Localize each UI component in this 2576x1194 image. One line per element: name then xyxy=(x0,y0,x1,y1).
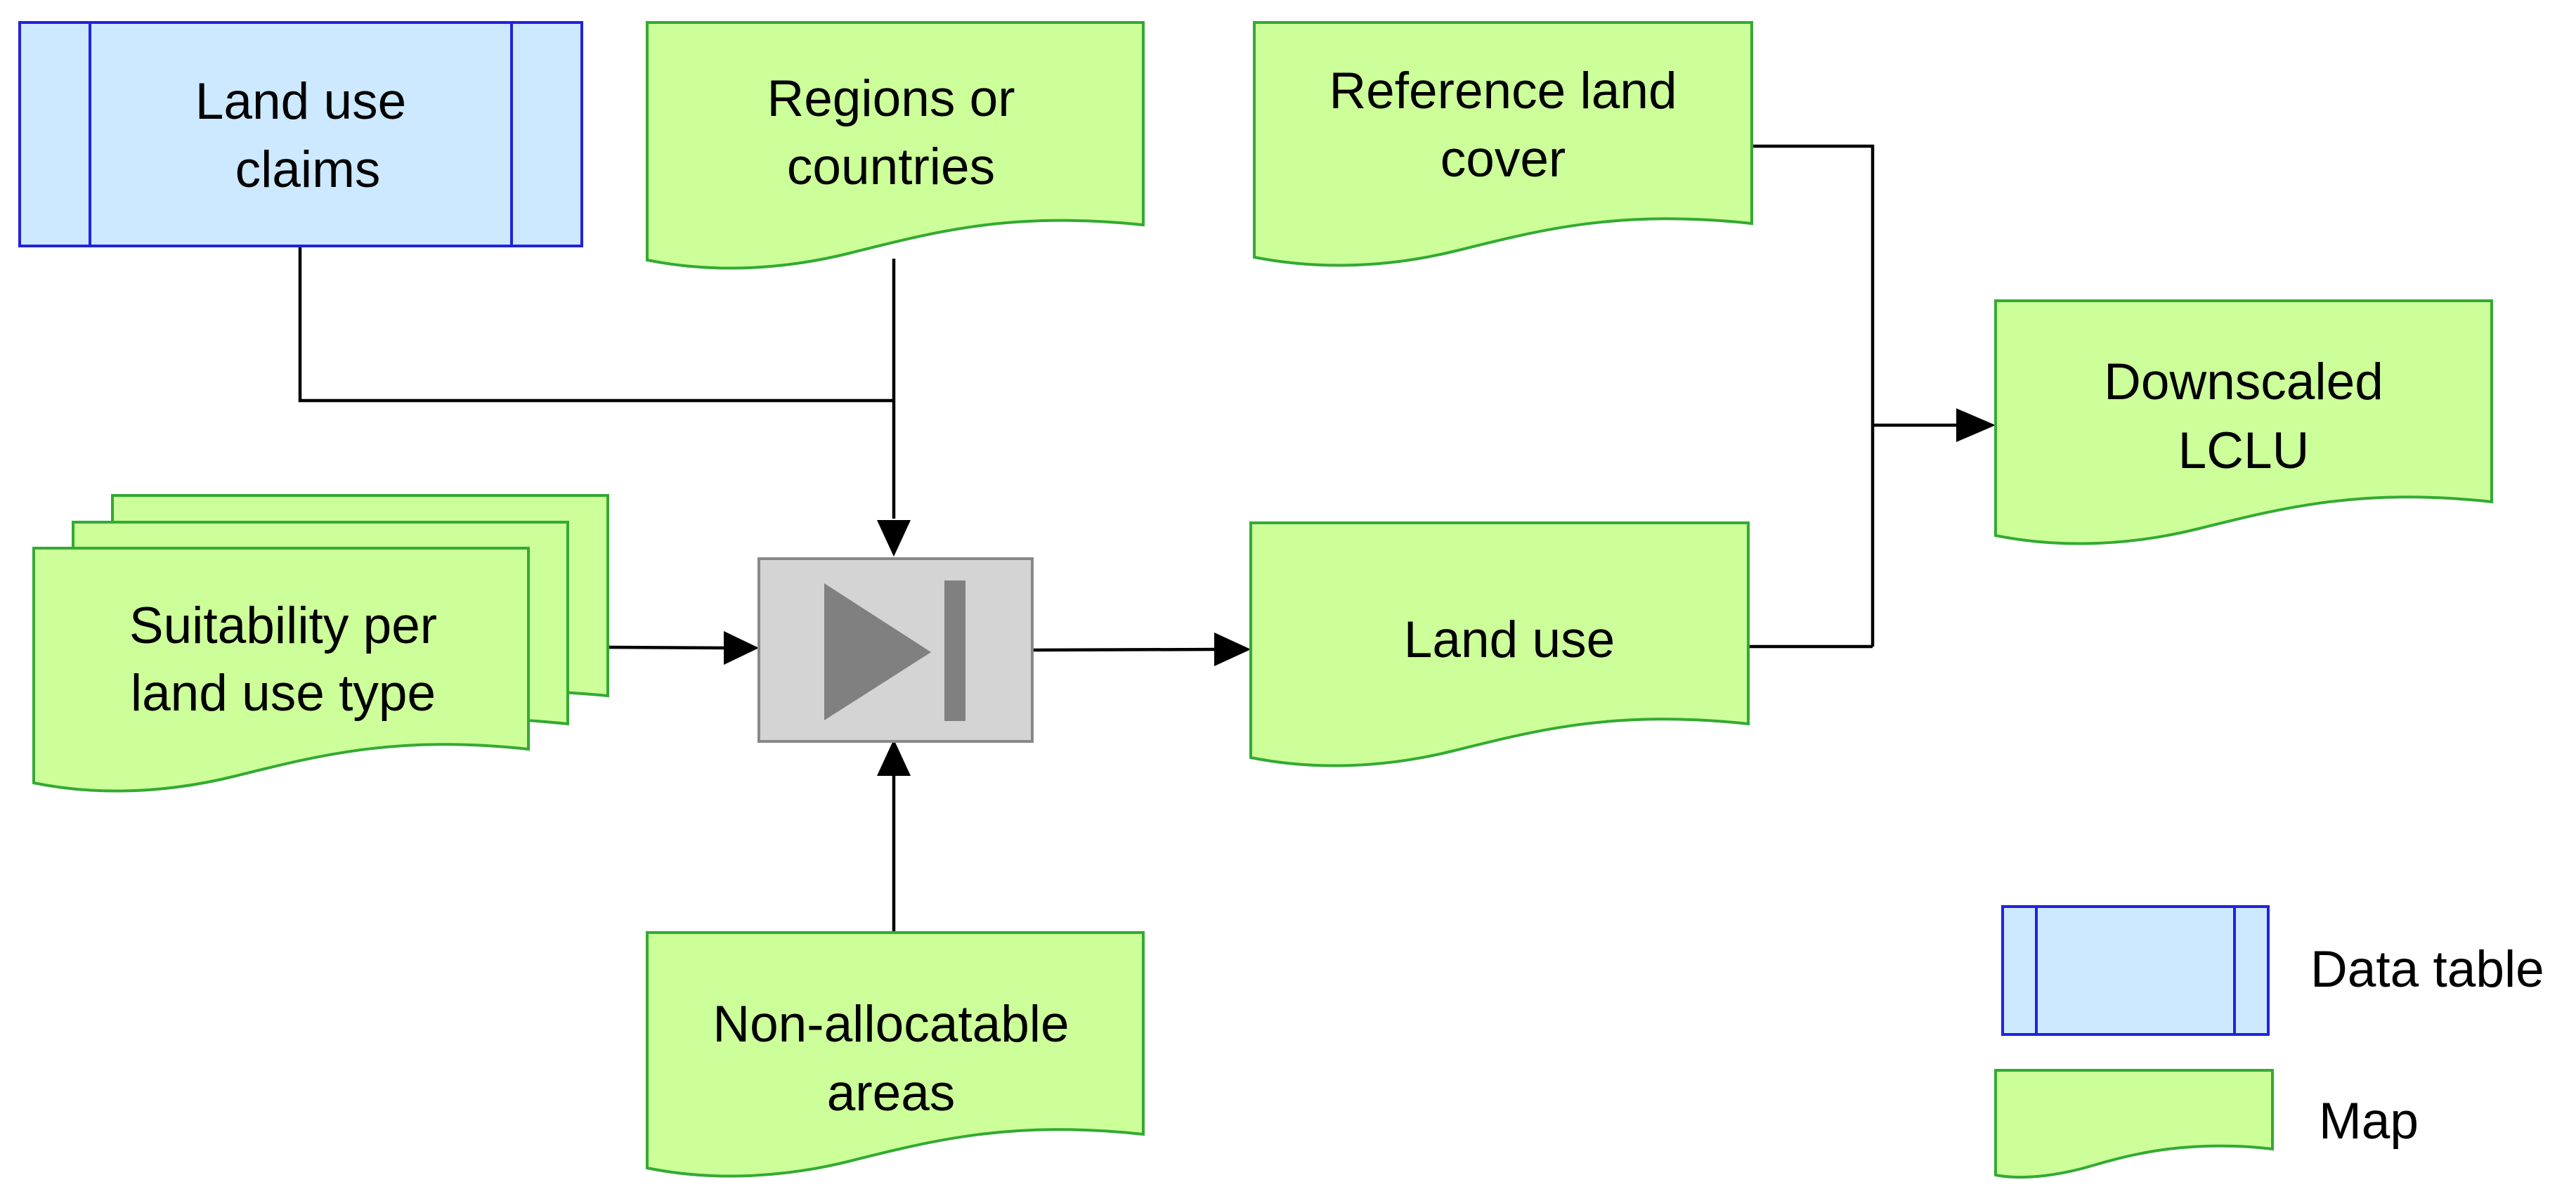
node-label-line-2: claims xyxy=(235,141,381,198)
connector-model-to-landuse xyxy=(1032,647,1219,652)
node-label-line-2: areas xyxy=(827,1065,956,1122)
node-label-line-1: Land use xyxy=(1404,611,1615,668)
arrowhead-into-model-bottom xyxy=(877,739,911,776)
node-label-line-2: cover xyxy=(1440,131,1566,188)
node-label-line-1: Reference land xyxy=(1329,63,1677,119)
play-next-icon xyxy=(824,583,931,720)
arrowhead-into-downscaled xyxy=(1956,408,1996,442)
play-next-icon-bar xyxy=(944,580,965,721)
node-label-line-1: Non-allocatable xyxy=(713,996,1069,1053)
arrowhead-into-model-left xyxy=(724,631,759,665)
map-shape xyxy=(1994,299,2493,545)
node-regions-or-countries: Regions or countries xyxy=(646,21,1145,270)
arrowheads xyxy=(724,408,1996,776)
node-label-line-2: LCLU xyxy=(2178,422,2310,479)
legend: Data table Map xyxy=(1994,905,2544,1179)
legend-item-map: Map xyxy=(1994,1069,2419,1179)
legend-item-data-table: Data table xyxy=(2001,905,2544,1036)
node-downscaled-lclu: Downscaled LCLU xyxy=(1994,299,2493,545)
node-non-allocatable-areas: Non-allocatable areas xyxy=(646,931,1145,1178)
legend-data-table-label: Data table xyxy=(2310,941,2544,998)
connector-claims-to-model xyxy=(298,245,894,403)
connector-suitability-to-model xyxy=(607,645,728,650)
data-table-shape xyxy=(18,21,583,247)
legend-map-swatch xyxy=(1994,1069,2274,1179)
map-shape-front xyxy=(32,547,530,793)
legend-map-label: Map xyxy=(2319,1093,2419,1150)
legend-data-table-swatch xyxy=(2001,905,2270,1036)
map-shape xyxy=(1249,521,1750,767)
map-shape xyxy=(646,931,1145,1178)
map-shape xyxy=(1253,21,1753,267)
node-reference-land-cover: Reference land cover xyxy=(1253,21,1753,267)
node-label-line-2: land use type xyxy=(131,665,436,722)
node-label-line-1: Downscaled xyxy=(2104,353,2383,410)
node-land-use-claims: Land use claims xyxy=(18,21,583,247)
node-label-line-1: Suitability per xyxy=(129,597,437,654)
map-shape xyxy=(646,21,1145,270)
node-label-line-1: Regions or xyxy=(767,70,1015,127)
arrowhead-into-landuse xyxy=(1214,632,1251,666)
connectors xyxy=(298,144,1960,931)
node-suitability-per-land-use-type: Suitability per land use type xyxy=(32,494,609,793)
connector-refcover-to-downscaled xyxy=(1752,144,1875,647)
node-land-use: Land use xyxy=(1249,521,1750,767)
node-label-line-1: Land use xyxy=(195,73,406,130)
node-label-line-2: countries xyxy=(787,138,995,195)
arrowhead-into-model-top xyxy=(877,520,911,557)
node-allocation-model xyxy=(757,557,1034,743)
